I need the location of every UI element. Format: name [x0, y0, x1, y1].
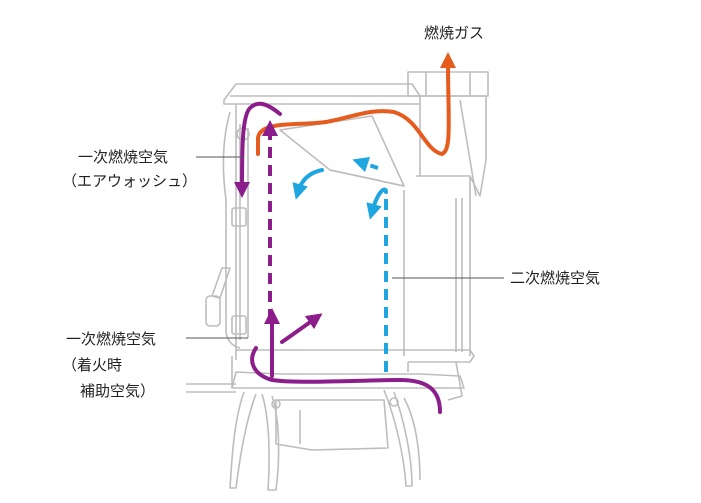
secondary-air-curve-right — [366, 187, 388, 220]
stove-door-handle — [211, 267, 231, 299]
label-primary-ignition-line3: 補助空気） — [80, 382, 156, 400]
stove-body-outline — [186, 71, 489, 491]
label-primary-airwash-line2: （エアウォッシュ） — [62, 172, 198, 190]
label-primary-airwash-line1: 一次燃焼空気 — [78, 148, 169, 166]
stove-firebox-wall — [235, 104, 471, 360]
stove-leg-front — [229, 391, 257, 489]
stove-top-plate — [223, 83, 421, 105]
exhaust-gas-path — [256, 52, 457, 156]
primary-ignition-path — [250, 346, 442, 414]
label-primary-ignition-line1: 一次燃焼空気 — [66, 330, 157, 348]
secondary-air-curve-left — [292, 168, 324, 200]
label-secondary-air: 二次燃焼空気 — [510, 269, 601, 287]
primary-ignition-diagonal-arrow — [280, 313, 323, 344]
stove-leg-rear — [383, 389, 413, 487]
stove-ash-pan — [231, 371, 465, 389]
label-exhaust-gas: 燃焼ガス — [424, 24, 485, 42]
secondary-air-dashed-top — [352, 156, 379, 173]
stove-flue-collar — [407, 71, 489, 97]
label-primary-ignition-line2: （着火時 — [62, 356, 123, 374]
stove-baffle — [279, 115, 405, 187]
primary-airwash-path — [234, 101, 282, 198]
stove-door — [222, 111, 241, 349]
